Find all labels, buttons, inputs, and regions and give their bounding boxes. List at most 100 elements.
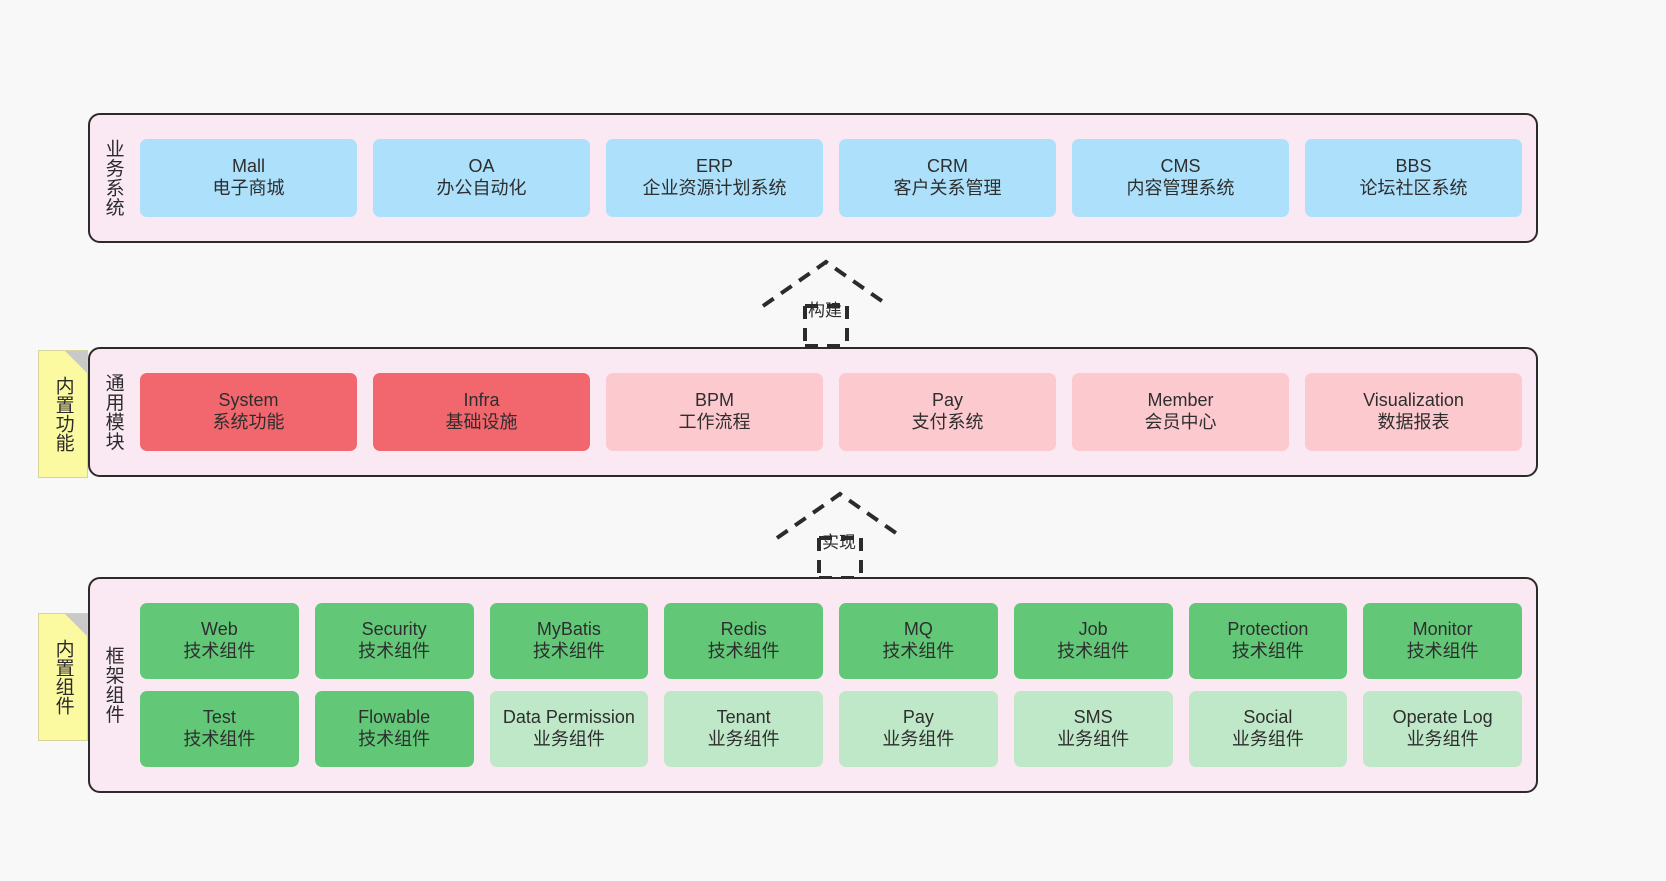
- card-title: Protection: [1227, 619, 1309, 640]
- card-title: System: [218, 390, 279, 411]
- card-title: Monitor: [1412, 619, 1473, 640]
- arrow-implement: 实现: [772, 490, 912, 580]
- card-title: MyBatis: [536, 619, 601, 640]
- note-fold-corner-icon: [65, 351, 87, 373]
- card-subtitle: 系统功能: [212, 412, 285, 432]
- card-title: SMS: [1073, 707, 1113, 728]
- card-title: OA: [468, 156, 495, 177]
- card-title: Test: [202, 707, 236, 728]
- card-subtitle: 业务组件: [1057, 729, 1130, 749]
- arrow-build-label: 构建: [808, 301, 842, 320]
- card-subtitle: 数据报表: [1377, 412, 1450, 432]
- card-title: MQ: [903, 619, 933, 640]
- card-subtitle: 技术组件: [882, 641, 955, 661]
- card-title: Visualization: [1363, 390, 1464, 411]
- card-subtitle: 技术组件: [183, 641, 256, 661]
- card-subtitle: 技术组件: [1057, 641, 1130, 661]
- card-title: BBS: [1395, 156, 1432, 177]
- card-subtitle: 技术组件: [707, 641, 780, 661]
- card-title: Flowable: [358, 707, 431, 728]
- card-title: Redis: [720, 619, 767, 640]
- card-subtitle: 支付系统: [911, 412, 984, 432]
- card-subtitle: 工作流程: [678, 412, 751, 432]
- card-title: Infra: [463, 390, 500, 411]
- note-builtin-components: 内置组件: [38, 613, 88, 741]
- arrow-build-head: [761, 259, 891, 308]
- card-subtitle: 企业资源计划系统: [642, 178, 787, 198]
- card-subtitle: 技术组件: [358, 729, 431, 749]
- card-title: Job: [1078, 619, 1108, 640]
- card-subtitle: 论坛社区系统: [1359, 178, 1468, 198]
- card-subtitle: 技术组件: [532, 641, 605, 661]
- layer-framework-components-title: 框架组件: [102, 646, 124, 724]
- card-title: Pay: [931, 390, 964, 411]
- card-subtitle: 会员中心: [1144, 412, 1217, 432]
- card-title: Data Permission: [502, 707, 635, 728]
- card-title: Member: [1147, 390, 1214, 411]
- card-subtitle: 基础设施: [445, 412, 518, 432]
- card-subtitle: 业务组件: [1231, 729, 1304, 749]
- card-subtitle: 客户关系管理: [893, 178, 1002, 198]
- card-subtitle: 业务组件: [532, 729, 605, 749]
- card-title: CRM: [927, 156, 968, 177]
- note-builtin-components-label: 内置组件: [52, 639, 74, 715]
- layer-business-system-title: 业务系统: [102, 139, 124, 217]
- card-title: Security: [361, 619, 427, 640]
- card-title: Pay: [902, 707, 934, 728]
- card-subtitle: 技术组件: [1406, 641, 1479, 661]
- note-fold-corner-icon: [65, 614, 87, 636]
- card-title: Web: [201, 619, 238, 640]
- card-title: Tenant: [716, 707, 771, 728]
- arrow-implement-label: 实现: [822, 533, 856, 552]
- card-subtitle: 业务组件: [1406, 729, 1479, 749]
- card-title: Mall: [231, 156, 265, 177]
- card-title: BPM: [694, 390, 734, 411]
- card-subtitle: 业务组件: [882, 729, 955, 749]
- card-title: CMS: [1160, 156, 1201, 177]
- card-subtitle: 内容管理系统: [1126, 178, 1235, 198]
- card-subtitle: 办公自动化: [436, 178, 527, 198]
- note-builtin-features-label: 内置功能: [52, 376, 74, 452]
- card-subtitle: 技术组件: [183, 729, 256, 749]
- arrow-implement-head: [775, 491, 905, 540]
